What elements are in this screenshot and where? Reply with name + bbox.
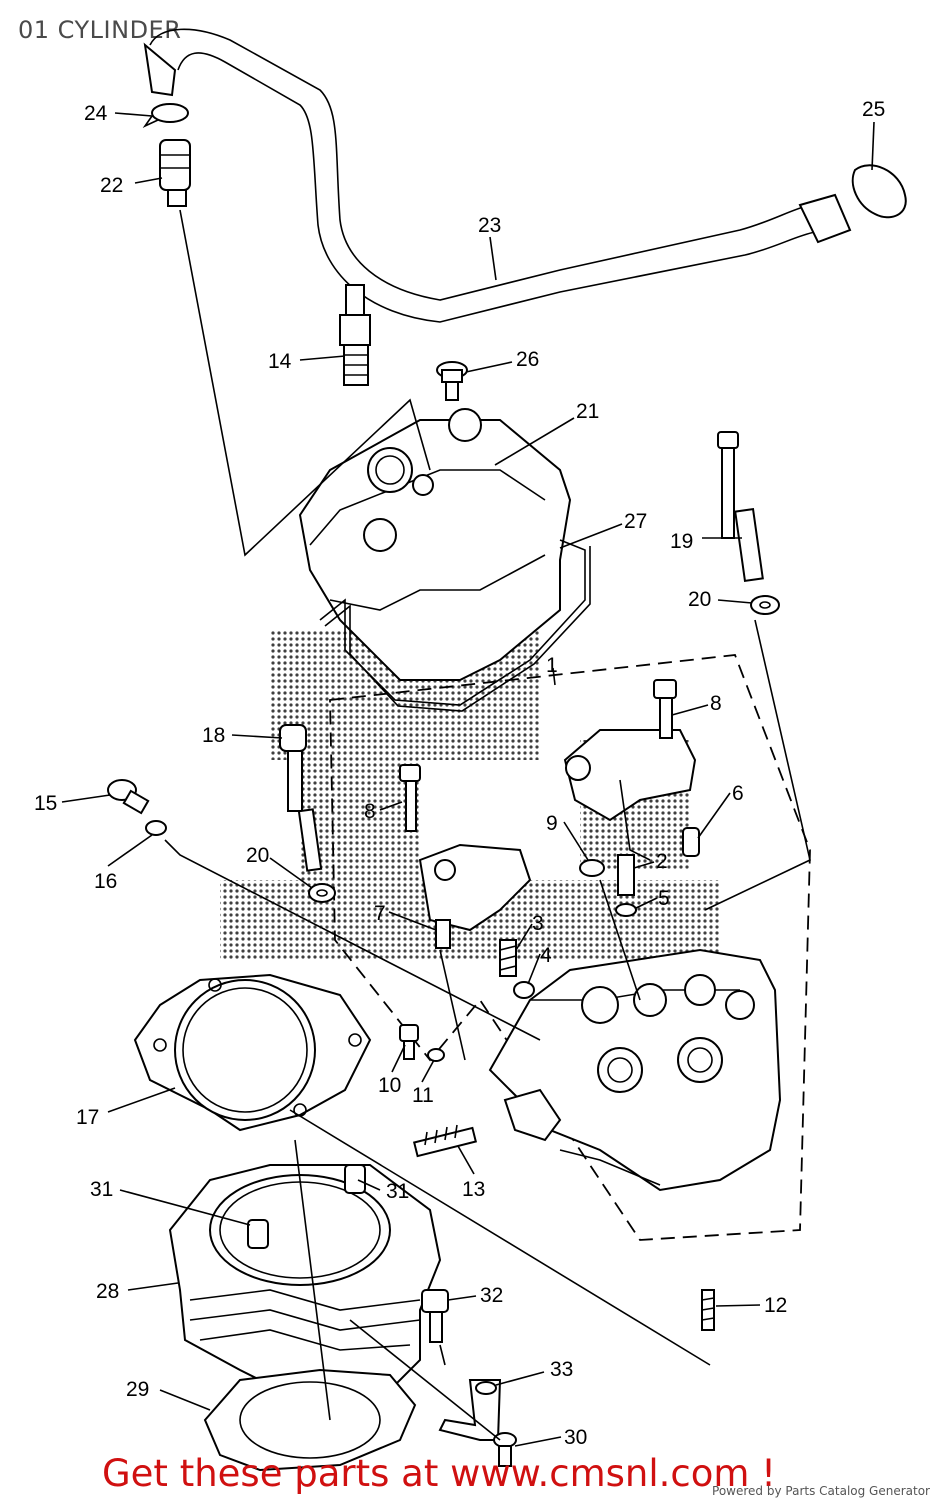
washer-9 [579,859,605,877]
hose-fitting-22 [159,139,191,207]
callout-31-left: 31 [90,1178,113,1201]
bolt-8-upper [653,679,677,739]
o-ring-4 [513,981,535,999]
bolt-18 [279,724,323,872]
bolt-10 [399,1024,419,1060]
callout-30: 30 [564,1426,587,1449]
bolt-15 [107,779,150,815]
rocker-arm-right [563,729,697,861]
callout-19: 19 [670,530,693,553]
callout-5: 5 [658,887,670,910]
callout-25: 25 [862,98,885,121]
generator-credit: Powered by Parts Catalog Generator [712,1484,930,1498]
stud-bolt-13 [412,1124,478,1158]
callout-14: 14 [268,350,292,373]
callout-27: 27 [624,510,647,533]
bolt-32 [421,1289,449,1343]
dowel-pin-6 [682,827,700,857]
callout-labels: 24 22 25 23 14 26 21 27 19 20 1 8 18 6 1… [34,98,885,1449]
callout-33: 33 [550,1358,573,1381]
callout-29: 29 [126,1378,149,1401]
callout-22: 22 [100,174,123,197]
callout-21: 21 [576,400,599,423]
callout-11: 11 [412,1084,434,1107]
callout-13: 13 [462,1178,485,1201]
head-cover [298,408,591,712]
washer-20-right [750,595,780,615]
callout-15: 15 [34,792,57,815]
pin-7 [435,919,451,949]
callout-32: 32 [480,1284,503,1307]
callout-10: 10 [378,1074,401,1097]
base-gasket [203,1368,417,1472]
spring-3 [499,939,517,977]
valve-seal-2 [617,854,635,896]
bolt-19 [717,431,764,583]
callout-26: 26 [516,348,539,371]
bolt-8-lower [399,764,421,832]
callout-12: 12 [764,1294,787,1317]
washer-20-left [308,883,336,903]
assembly-boundary-1 [329,654,811,1241]
o-ring-5 [615,903,637,917]
leader-lines [61,112,875,1447]
callout-17: 17 [76,1106,99,1129]
callout-18: 18 [202,724,225,747]
callout-1: 1 [546,654,558,677]
callout-31-right: 31 [386,1180,409,1203]
callout-9: 9 [546,812,558,835]
hose-clamp-24 [142,103,189,128]
callout-4: 4 [540,944,552,967]
bracket-33 [438,1379,502,1441]
hose-clamp-25 [798,164,907,244]
callout-7: 7 [374,902,386,925]
washer-11 [427,1048,445,1062]
callout-24: 24 [84,102,108,125]
washer-16 [145,820,167,836]
callout-23: 23 [478,214,501,237]
callout-16: 16 [94,870,117,893]
head-gasket [133,973,372,1132]
bolt-30 [493,1432,517,1467]
breather-hose [143,28,816,323]
callout-20-right: 20 [688,588,711,611]
callout-20-left: 20 [246,844,269,867]
callout-8-upper: 8 [710,692,722,715]
callout-28: 28 [96,1280,119,1303]
callout-6: 6 [732,782,744,805]
callout-3: 3 [532,912,544,935]
callout-2: 2 [656,850,668,873]
callout-8-lower: 8 [364,800,376,823]
cylinder-head [488,948,782,1192]
assembly-lines [164,209,811,1441]
spark-plug [339,284,371,386]
cap-bolt-26 [436,361,468,401]
stud-12 [701,1289,715,1331]
shop-link[interactable]: Get these parts at www.cmsnl.com ! [102,1452,777,1495]
